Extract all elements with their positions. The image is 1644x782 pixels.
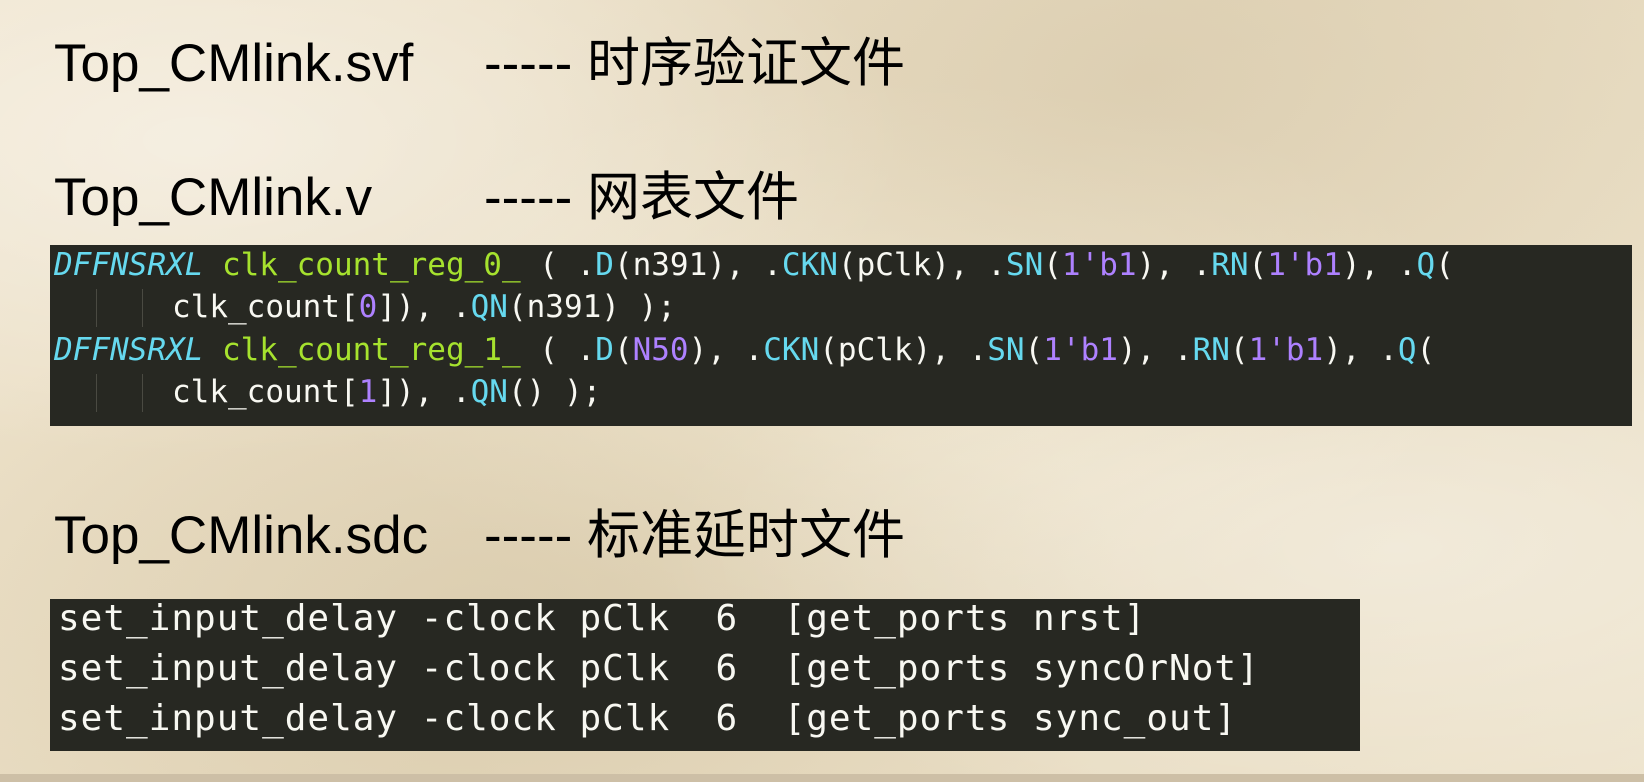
- code-token-plain: (: [1229, 332, 1249, 368]
- code-token-port: D: [595, 247, 614, 283]
- code-token-plain: [203, 332, 222, 368]
- sdc-constraint-line: set_input_delay -clock pClk 6 [get_ports…: [58, 599, 1147, 639]
- sdc-constraint-line: set_input_delay -clock pClk 6 [get_ports…: [58, 698, 1238, 739]
- code-token-plain: ( .: [520, 247, 596, 283]
- netlist-code-line: clk_count[0]), .QN(n391) );: [172, 285, 676, 329]
- code-token-plain: clk_count[: [172, 374, 359, 410]
- sdc-filename: Top_CMlink.sdc: [54, 506, 429, 565]
- code-token-num: N50: [632, 332, 689, 368]
- code-token-num: 1'b1: [1248, 332, 1324, 368]
- code-token-plain: (: [1416, 332, 1436, 368]
- code-token-plain: ( .: [520, 332, 596, 368]
- code-token-plain: () );: [507, 374, 602, 410]
- code-token-plain: ), .: [1136, 247, 1212, 283]
- code-token-plain: [203, 247, 222, 283]
- sdc-code-block: set_input_delay -clock pClk 6 [get_ports…: [50, 599, 1360, 751]
- code-token-plain: (pClk), .: [837, 247, 1006, 283]
- code-token-plain: ), .: [1341, 247, 1417, 283]
- code-token-port: SN: [1005, 247, 1044, 283]
- code-token-plain: (pClk), .: [819, 332, 988, 368]
- code-token-port: RN: [1192, 332, 1230, 368]
- code-token-plain: ), .: [1323, 332, 1398, 368]
- code-token-name: clk_count_reg_0_: [221, 247, 521, 283]
- netlist-code-line: DFFNSRXL clk_count_reg_1_ ( .D(N50), .CK…: [54, 328, 1435, 372]
- sdc-description: ----- 标准延时文件: [484, 506, 905, 565]
- netlist-code-line: DFFNSRXL clk_count_reg_0_ ( .D(n391), .C…: [54, 245, 1454, 287]
- code-token-num: 1'b1: [1061, 247, 1137, 283]
- code-token-plain: ]), .: [377, 374, 471, 410]
- sdc-constraint-line: set_input_delay -clock pClk 6 [get_ports…: [58, 648, 1260, 689]
- netlist-description: ----- 网表文件: [484, 168, 799, 227]
- code-token-plain: ), .: [1117, 332, 1193, 368]
- code-token-plain: (: [613, 332, 633, 368]
- code-token-port: RN: [1211, 247, 1249, 283]
- code-token-plain: (: [1248, 247, 1268, 283]
- code-token-num: 1'b1: [1267, 247, 1342, 283]
- code-token-num: 0: [358, 289, 378, 325]
- code-token-port: D: [595, 332, 614, 368]
- code-token-num: 1: [358, 374, 378, 410]
- code-token-port: CKN: [763, 332, 820, 368]
- indent-guide: [96, 374, 97, 412]
- code-token-plain: (: [1043, 247, 1062, 283]
- code-token-port: QN: [470, 374, 508, 410]
- svf-filename: Top_CMlink.svf: [54, 34, 414, 93]
- code-token-num: 1'b1: [1043, 332, 1118, 368]
- code-token-plain: clk_count[: [172, 289, 359, 325]
- code-token-plain: ), .: [688, 332, 764, 368]
- indent-guide: [96, 289, 97, 327]
- indent-guide: [142, 289, 143, 327]
- heading-svf-file: Top_CMlink.svf ----- 时序验证文件: [54, 34, 905, 94]
- code-token-plain: ]), .: [377, 289, 471, 325]
- netlist-filename: Top_CMlink.v: [54, 168, 373, 227]
- code-token-plain: (n391), .: [613, 247, 782, 283]
- code-token-plain: (n391) );: [507, 289, 676, 325]
- heading-netlist-file: Top_CMlink.v ----- 网表文件: [54, 168, 799, 228]
- code-token-type: DFFNSRXL: [54, 247, 204, 283]
- code-token-port: Q: [1416, 247, 1436, 283]
- netlist-code-line: clk_count[1]), .QN() );: [172, 370, 601, 414]
- netlist-code-block: DFFNSRXL clk_count_reg_0_ ( .D(n391), .C…: [50, 245, 1632, 426]
- code-token-port: SN: [987, 332, 1025, 368]
- code-token-plain: (: [1435, 247, 1454, 283]
- code-token-type: DFFNSRXL: [54, 332, 204, 368]
- heading-sdc-file: Top_CMlink.sdc ----- 标准延时文件: [54, 506, 905, 566]
- svf-description: ----- 时序验证文件: [484, 34, 905, 93]
- code-token-port: QN: [470, 289, 508, 325]
- code-token-port: CKN: [781, 247, 838, 283]
- slide-bottom-border: [0, 774, 1644, 782]
- indent-guide: [142, 374, 143, 412]
- code-token-plain: (: [1024, 332, 1044, 368]
- code-token-name: clk_count_reg_1_: [221, 332, 521, 368]
- code-token-port: Q: [1397, 332, 1417, 368]
